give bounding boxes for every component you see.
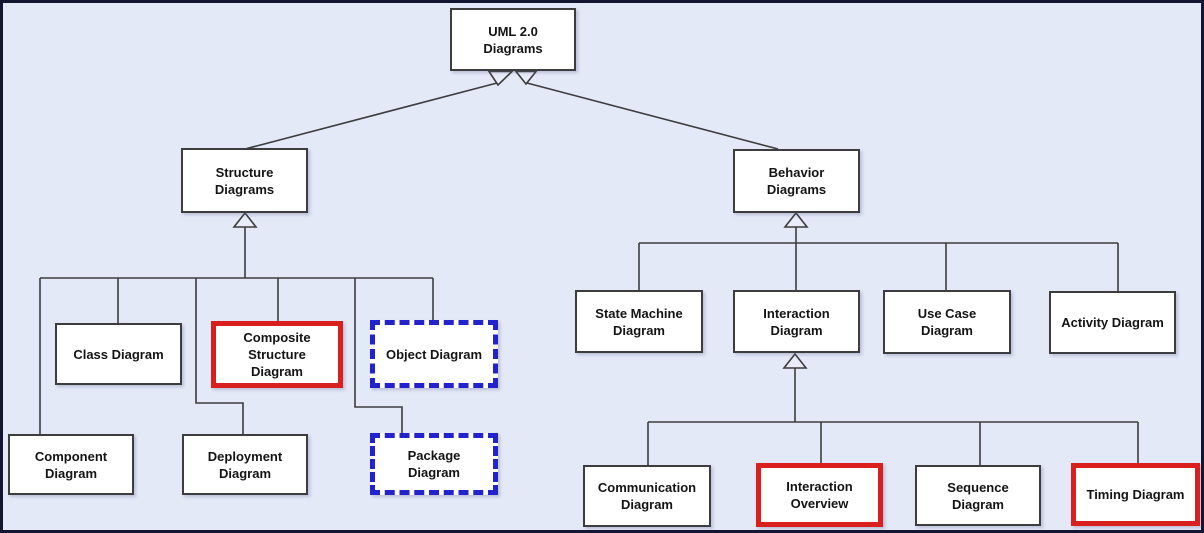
generalization-arrowhead <box>487 70 514 87</box>
node-interaction-overview: Interaction Overview <box>756 463 883 527</box>
node-sequence-diagram: Sequence Diagram <box>915 465 1041 526</box>
generalization-arrowhead <box>782 352 808 369</box>
node-class-diagram: Class Diagram <box>55 323 182 385</box>
node-composite-structure-diagram: Composite Structure Diagram <box>211 321 343 388</box>
node-activity-diagram: Activity Diagram <box>1049 291 1176 354</box>
connector-line <box>526 82 779 150</box>
node-behavior-diagrams: Behavior Diagrams <box>733 149 860 213</box>
generalization-arrowhead <box>783 211 809 228</box>
node-use-case-diagram: Use Case Diagram <box>883 290 1011 354</box>
connector-line <box>354 278 403 433</box>
generalization-arrowhead <box>514 70 538 86</box>
connector-layer <box>39 70 1139 465</box>
node-interaction-diagram: Interaction Diagram <box>733 290 860 353</box>
connector-line <box>244 82 498 150</box>
node-component-diagram: Component Diagram <box>8 434 134 495</box>
node-deployment-diagram: Deployment Diagram <box>182 434 308 495</box>
node-state-machine-diagram: State Machine Diagram <box>575 290 703 353</box>
node-object-diagram: Object Diagram <box>370 320 498 388</box>
connector-line <box>195 278 244 434</box>
generalization-arrowhead <box>232 211 258 228</box>
node-uml-2-0-diagrams: UML 2.0 Diagrams <box>450 8 576 71</box>
node-package-diagram: Package Diagram <box>370 433 498 495</box>
node-structure-diagrams: Structure Diagrams <box>181 148 308 213</box>
node-timing-diagram: Timing Diagram <box>1071 463 1200 526</box>
node-communication-diagram: Communication Diagram <box>583 465 711 527</box>
